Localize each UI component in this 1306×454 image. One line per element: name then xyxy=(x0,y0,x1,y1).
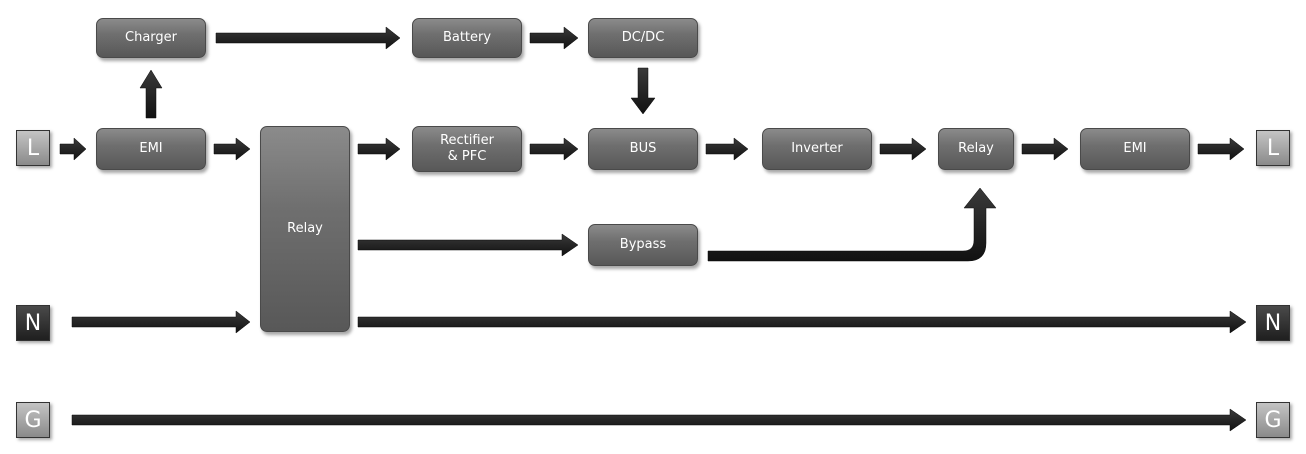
dcdc-block: DC/DC xyxy=(588,18,698,58)
terminal-g-in: G xyxy=(16,402,50,438)
arrow-relay-to-emi-out xyxy=(1021,137,1069,161)
terminal-n-in: N xyxy=(16,305,50,341)
arrow-charger-to-battery xyxy=(215,26,401,50)
arrow-emi-to-relay xyxy=(213,137,251,161)
terminal-l-out: L xyxy=(1256,130,1290,166)
arrow-bus-to-inverter xyxy=(705,137,749,161)
relay-main-block: Relay xyxy=(260,126,350,332)
arrow-rectifier-to-bus xyxy=(529,137,579,161)
terminal-g-out: G xyxy=(1256,402,1290,438)
battery-block: Battery xyxy=(412,18,522,58)
arrow-relay-to-rectifier xyxy=(357,137,401,161)
arrow-n-to-relay xyxy=(71,310,251,334)
inverter-block: Inverter xyxy=(762,128,872,170)
arrow-emi-to-charger xyxy=(139,69,163,119)
relay-output-block: Relay xyxy=(938,128,1014,170)
arrow-g-to-g-out xyxy=(71,408,1247,432)
terminal-n-out: N xyxy=(1256,305,1290,341)
bus-block: BUS xyxy=(588,128,698,170)
arrow-l-to-emi xyxy=(59,137,87,161)
arrow-emi-to-l-out xyxy=(1197,137,1245,161)
arrow-dcdc-to-bus xyxy=(630,67,656,115)
rectifier-pfc-block: Rectifier & PFC xyxy=(412,126,522,172)
terminal-l-in: L xyxy=(16,130,50,166)
arrow-relay-to-n-out xyxy=(357,310,1247,334)
arrow-battery-to-dcdc xyxy=(529,26,579,50)
emi-input-block: EMI xyxy=(96,128,206,170)
arrow-inverter-to-relay xyxy=(879,137,927,161)
charger-block: Charger xyxy=(96,18,206,58)
arrow-bypass-to-relay-out xyxy=(707,187,997,262)
bypass-block: Bypass xyxy=(588,224,698,266)
emi-output-block: EMI xyxy=(1080,128,1190,170)
arrow-relay-to-bypass xyxy=(357,233,579,257)
